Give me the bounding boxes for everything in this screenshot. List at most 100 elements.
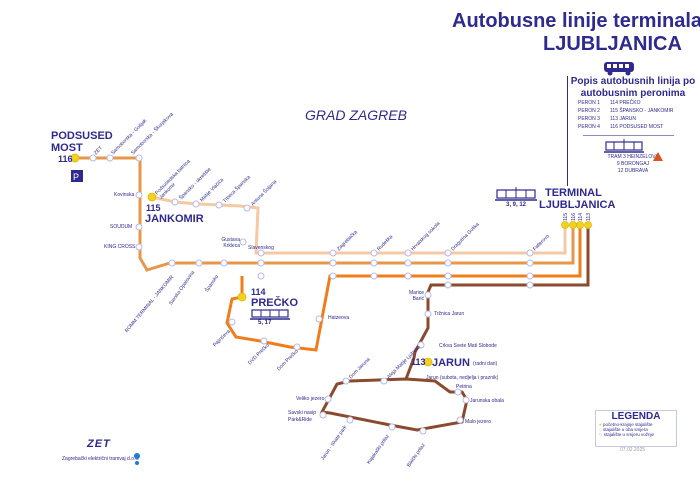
terminus-marker-115 — [147, 192, 157, 202]
stop-label: Marice Barić — [408, 290, 424, 302]
stop-marker — [456, 416, 464, 424]
terminus-marker-113 — [423, 357, 433, 367]
terminal-name-line2: LJUBLJANICA — [539, 199, 616, 211]
legend-item-both: ○ stajalište u oba smjera — [599, 427, 676, 432]
stop-marker — [319, 411, 327, 419]
terminus-marker-114 — [237, 292, 247, 302]
stop-label: Kovinska — [114, 192, 135, 198]
tram-line-3: TRAM 3 HEINZELOVA — [607, 154, 659, 160]
stop-marker — [106, 154, 114, 162]
stop-marker — [192, 200, 200, 208]
stop-marker — [89, 154, 97, 162]
stop-marker — [526, 281, 534, 289]
stop-marker — [135, 243, 143, 251]
terminal-marker-113 — [584, 221, 592, 229]
stop-label: Malo jezero — [465, 419, 491, 425]
stop-marker — [257, 272, 265, 280]
stop-marker — [424, 310, 432, 318]
stop-marker — [324, 395, 332, 403]
terminal-marker-116 — [569, 221, 577, 229]
terminus-116-name-line1: PODSUSED — [51, 130, 113, 142]
terminal-platform-115: 115 — [563, 213, 569, 221]
legend-title: LEGENDA — [611, 411, 661, 422]
stop-swatch-icon: ○ — [599, 427, 602, 432]
stop-marker — [388, 423, 396, 431]
stop-marker — [293, 343, 301, 351]
terminus-116-number: 116 — [58, 154, 73, 164]
stop-marker — [404, 272, 412, 280]
route-line-113 — [404, 225, 590, 380]
stop-marker — [526, 272, 534, 280]
stop-marker — [342, 377, 350, 385]
stop-marker — [417, 341, 425, 349]
page-title: Autobusne linije terminala — [452, 10, 700, 32]
terminus-115-number: 115 — [146, 203, 161, 213]
stop-marker — [215, 201, 223, 209]
stop-marker — [370, 272, 378, 280]
stop-marker — [444, 249, 452, 257]
platform-list-heading: Popis autobusnih linija po autobusnim pe… — [570, 76, 696, 99]
tram-line-12: 12 DUBRAVA — [617, 168, 649, 174]
stop-marker — [220, 259, 228, 267]
stop-marker — [329, 272, 337, 280]
stop-label: Tržnica Jarun — [434, 311, 465, 317]
stop-label: SOUDUM — [110, 224, 133, 230]
stop-marker — [419, 427, 427, 435]
stop-marker — [526, 249, 534, 257]
route-line-114 — [225, 225, 582, 352]
platform-label: PERON 2 — [578, 108, 600, 114]
stop-marker — [370, 249, 378, 257]
route-line-113-loop — [319, 377, 469, 432]
terminus-113-number: 113 — [411, 357, 426, 367]
stop-marker — [329, 259, 337, 267]
stop-label: Jarun (subota, nedjelja i praznik) — [426, 375, 499, 381]
stop-marker — [257, 249, 265, 257]
stop-label: Gustava Krkleca — [221, 237, 240, 249]
stop-label: KING CROSS — [104, 244, 136, 250]
platform-label: PERON 3 — [578, 116, 600, 122]
legend-date: 07.02.2025 — [620, 447, 646, 453]
legend-item-label: stajalište u oba smjera — [602, 427, 648, 432]
stop-label: Savski nasip Park&Ride — [288, 410, 317, 423]
stop-marker — [168, 259, 176, 267]
stop-label: Hatzeova — [328, 315, 350, 321]
stop-marker — [257, 259, 265, 267]
stop-marker — [260, 337, 268, 345]
stop-label: Crkva Svete Mati Slobode — [439, 343, 497, 349]
bus-icon — [604, 62, 634, 76]
platform-line: 116 PODSUSED MOST — [610, 124, 664, 130]
zet-logo: ZET — [87, 438, 111, 450]
terminal-name-line1: TERMINAL — [545, 187, 602, 199]
stop-label: Jarunska obala — [470, 398, 504, 404]
route-line-116 — [75, 156, 575, 272]
terminus-114-number: 114 — [251, 287, 266, 297]
stop-marker — [135, 154, 143, 162]
stop-marker — [315, 315, 323, 323]
legend-item-label: početno-krajnje stajalište — [602, 422, 653, 427]
direction-stop-swatch-icon: ▽ — [599, 432, 603, 437]
terminus-swatch-icon: ● — [599, 422, 602, 427]
stop-marker — [444, 272, 452, 280]
stop-label: Veliko jezero — [296, 396, 325, 402]
route-line-115 — [151, 195, 567, 255]
stop-marker — [526, 259, 534, 267]
terminus-marker-116 — [70, 153, 80, 163]
stop-marker — [444, 281, 452, 289]
stop-marker — [346, 416, 354, 424]
stop-label: Petrina — [456, 384, 472, 390]
stop-marker — [239, 238, 247, 246]
page-subtitle: LJUBLJANICA — [543, 33, 682, 55]
platform-label: PERON 1 — [578, 100, 600, 106]
platform-line: 114 PREČKO — [610, 100, 641, 106]
terminus-113-name: JARUN — [432, 357, 470, 369]
stop-marker — [380, 377, 388, 385]
city-label: GRAD ZAGREB — [305, 107, 407, 123]
panel-separator — [583, 135, 674, 136]
stop-marker — [135, 223, 143, 231]
tram-icon — [604, 139, 644, 153]
stop-marker — [454, 388, 462, 396]
precko-tram-lines: 5, 17 — [258, 320, 272, 326]
tram-line-9: 9 BORONGAJ — [616, 161, 650, 167]
warning-sign-icon — [653, 152, 663, 161]
terminal-platform-116: 116 — [571, 213, 577, 221]
